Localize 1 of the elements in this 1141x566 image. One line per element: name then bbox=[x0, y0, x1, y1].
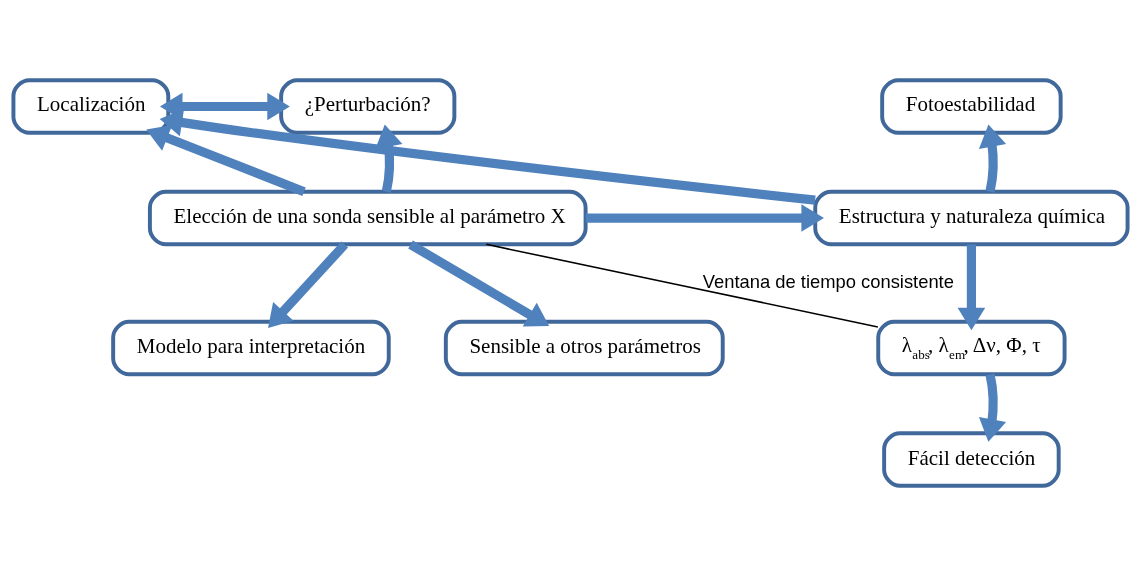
edge-label: Ventana de tiempo consistente bbox=[702, 270, 954, 292]
